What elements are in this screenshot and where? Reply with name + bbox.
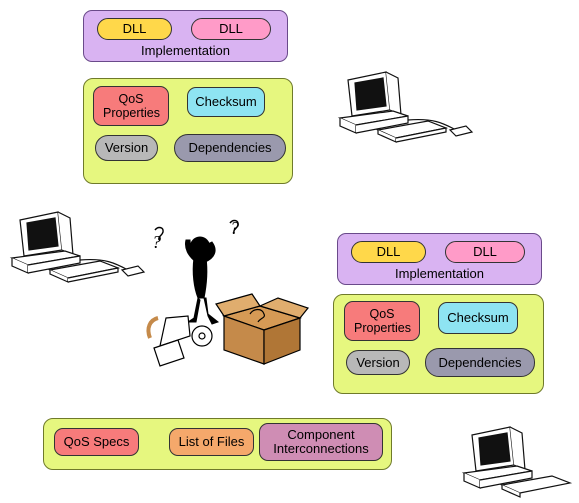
checksum-top: Checksum	[187, 87, 265, 117]
component-interconnections-label: Component Interconnections	[273, 427, 369, 456]
cardboard-box-icon	[146, 293, 310, 367]
bottom-specs-panel: QoS Specs List of Files Component Interc…	[43, 418, 392, 470]
qos-properties-top: QoS Properties	[93, 86, 169, 126]
implementation-label-top: Implementation	[141, 43, 230, 58]
list-of-files-pill: List of Files	[169, 428, 254, 456]
qos-specs-pill: QoS Specs	[54, 428, 139, 456]
dll-pill-right-left: DLL	[351, 241, 426, 263]
dependencies-top: Dependencies	[174, 134, 286, 162]
confused-person-icon: ? ?	[152, 218, 239, 325]
implementation-label-right: Implementation	[395, 266, 484, 281]
version-right: Version	[346, 350, 410, 375]
component-interconnections-pill: Component Interconnections	[259, 423, 383, 461]
svg-text:?: ?	[152, 232, 161, 252]
dll-pill-right-right: DLL	[445, 241, 525, 263]
computer-icon	[9, 211, 146, 283]
implementation-box-right: DLL DLL Implementation	[337, 233, 542, 285]
qos-properties-top-label: QoS Properties	[103, 92, 160, 120]
computer-icon	[461, 426, 573, 498]
properties-panel-top: QoS Properties Checksum Version Dependen…	[83, 78, 293, 184]
properties-panel-right: QoS Properties Checksum Version Dependen…	[333, 294, 544, 394]
checksum-right: Checksum	[438, 302, 518, 334]
implementation-box-top: DLL DLL Implementation	[83, 10, 288, 62]
qos-properties-right-label: QoS Properties	[354, 307, 411, 335]
version-top: Version	[95, 135, 158, 161]
dll-pill-top-right: DLL	[191, 18, 271, 40]
svg-text:?: ?	[230, 218, 239, 238]
dependencies-right: Dependencies	[425, 348, 535, 377]
computer-icon	[337, 71, 474, 143]
dll-pill-top-left: DLL	[97, 18, 172, 40]
qos-properties-right: QoS Properties	[344, 301, 420, 341]
